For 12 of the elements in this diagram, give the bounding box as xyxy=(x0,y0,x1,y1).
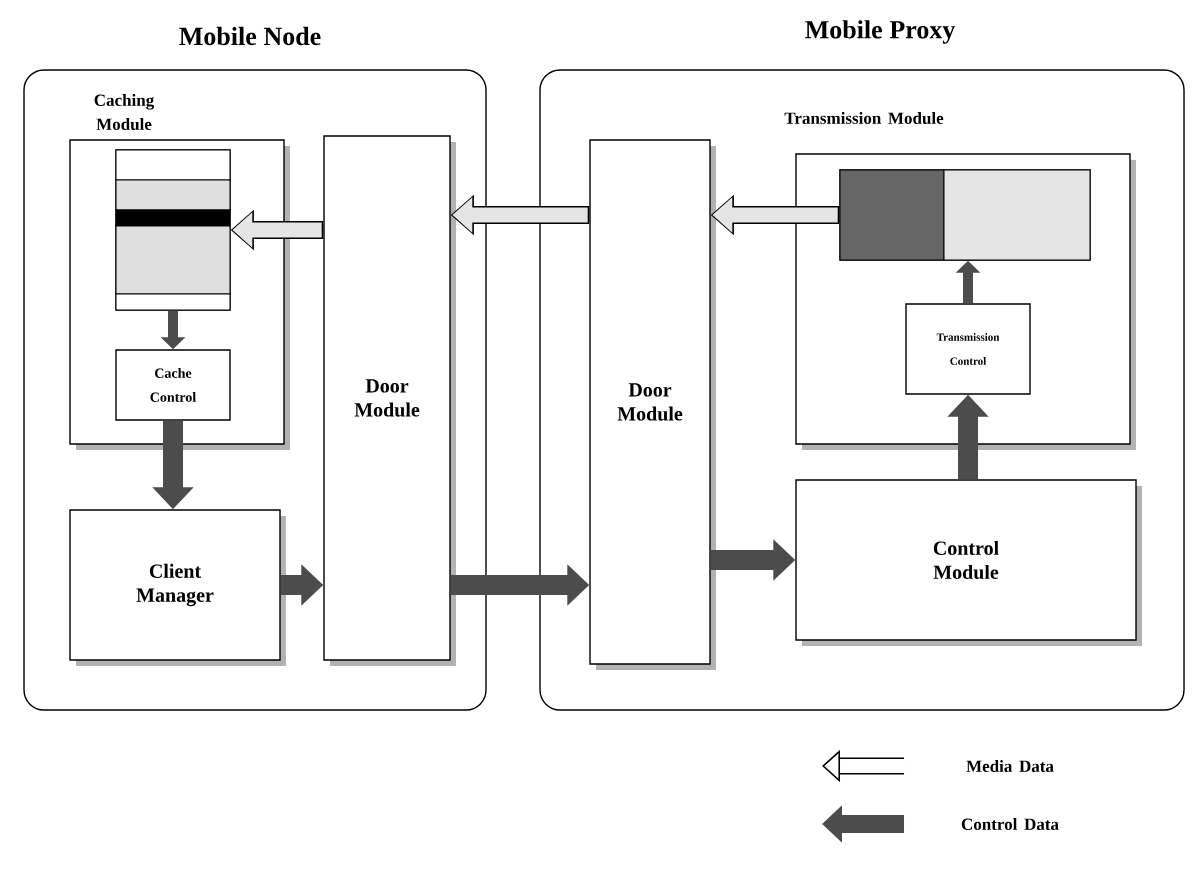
buffer-drawing xyxy=(115,149,231,311)
module-heading: Transmission Module xyxy=(784,112,944,124)
module-heading: Mobile Node xyxy=(179,26,321,46)
manager-box: Client Manager xyxy=(69,509,286,666)
module-box: Control Module xyxy=(795,479,1142,646)
door-box: Door Module xyxy=(323,135,456,666)
module-heading: Caching Module xyxy=(94,94,155,130)
buffer-drawing xyxy=(839,169,1091,261)
door-box: Door Module xyxy=(589,139,716,670)
legend-label: Control Data xyxy=(961,818,1059,830)
legend-label: Media Data xyxy=(966,760,1054,772)
module-heading: Mobile Proxy xyxy=(805,20,956,44)
